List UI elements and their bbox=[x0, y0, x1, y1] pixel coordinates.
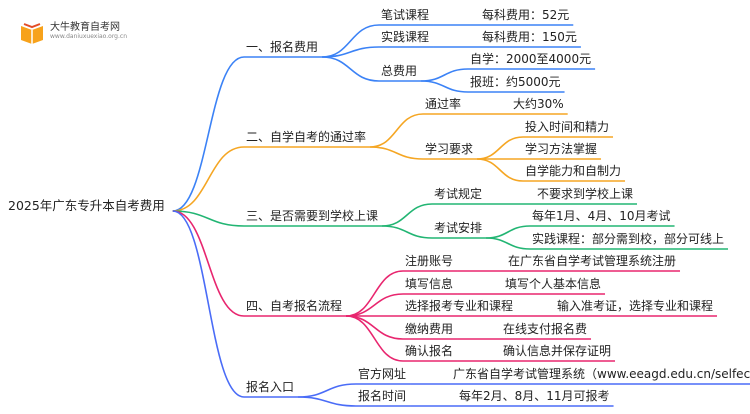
logo-title: 大牛教育自考网 bbox=[50, 22, 120, 33]
branch-2-node-2-value-3-connector bbox=[476, 158, 524, 182]
branch-1-label: 一、报名费用 bbox=[246, 40, 319, 54]
branch-1-node-3-value-2-connector bbox=[421, 80, 469, 93]
logo-subtitle: www.daniuxuexiao.org.cn bbox=[50, 33, 127, 40]
branch-2-node-2-value-1: 投入时间和精力 bbox=[525, 120, 610, 134]
branch-1-node-2-connector bbox=[322, 46, 380, 58]
branch-4-node-2-connector bbox=[346, 293, 404, 317]
branch-5-node-1-connector bbox=[298, 383, 357, 398]
branch-4-node-1-value-1: 在广东省自学考试管理系统注册 bbox=[508, 254, 677, 268]
branch-4-node-5: 确认报名 bbox=[405, 344, 454, 358]
branch-3-node-2: 考试安排 bbox=[434, 221, 483, 235]
branch-2-connector bbox=[172, 146, 245, 212]
branch-3-node-2-connector bbox=[382, 225, 433, 239]
branch-1-node-3-value-1-connector bbox=[421, 68, 469, 82]
branch-2-node-2-connector bbox=[370, 146, 424, 160]
branch-3-node-2-value-2: 实践课程：部分需到校，部分可线上 bbox=[532, 232, 725, 246]
branch-1-node-3-value-1: 自学：2000至4000元 bbox=[470, 52, 592, 66]
branch-4-node-4-value-1: 在线支付报名费 bbox=[503, 322, 588, 336]
branch-5-label: 报名入口 bbox=[246, 380, 295, 394]
branch-2-label: 二、自学自考的通过率 bbox=[246, 130, 367, 144]
branch-3-node-1: 考试规定 bbox=[434, 187, 483, 201]
branch-1-node-1-value-1: 每科费用：52元 bbox=[482, 8, 570, 22]
branch-4-node-5-connector bbox=[345, 315, 404, 362]
branch-2-node-2-value-2: 学习方法掌握 bbox=[525, 142, 598, 156]
branch-2-node-2-value-1-connector bbox=[476, 136, 524, 160]
branch-2-node-2-value-3: 自学能力和自制力 bbox=[525, 164, 622, 178]
branch-4-node-2-value-1: 填写个人基本信息 bbox=[505, 277, 602, 291]
branch-4-node-1-connector bbox=[345, 270, 404, 317]
branch-4-node-5-value-1: 确认信息并保存证明 bbox=[503, 344, 612, 358]
branch-1-node-2: 实践课程 bbox=[381, 30, 430, 44]
branch-5-node-1-value-1: 广东省自学考试管理系统（www.eeagd.edu.cn/selfec/） bbox=[453, 367, 750, 381]
branch-4-node-4-connector bbox=[346, 315, 404, 340]
branch-4-node-4: 缴纳费用 bbox=[405, 322, 454, 336]
branch-1-node-3-value-2: 报班：约5000元 bbox=[470, 75, 561, 89]
branch-4-node-3: 选择报考专业和课程 bbox=[405, 299, 514, 313]
branch-1-connector bbox=[172, 56, 245, 212]
branch-3-node-2-value-1: 每年1月、4月、10月考试 bbox=[532, 209, 671, 223]
branch-2-node-1-value-1: 大约30% bbox=[513, 97, 564, 111]
branch-3-node-1-connector bbox=[382, 203, 433, 227]
branch-1-node-3: 总费用 bbox=[381, 64, 418, 78]
branch-2-node-1: 通过率 bbox=[425, 97, 462, 111]
branch-4-connector bbox=[172, 210, 245, 317]
branch-5-node-2-connector bbox=[298, 396, 357, 407]
branch-1-node-3-connector bbox=[322, 56, 380, 82]
branch-5-node-2-value-1: 每年2月、8月、11月可报考 bbox=[459, 389, 610, 403]
logo-book-icon bbox=[21, 23, 43, 44]
branch-4-node-3-value-1: 输入准考证，选择专业和课程 bbox=[557, 299, 714, 313]
branch-1-node-1: 笔试课程 bbox=[381, 8, 430, 22]
branch-2-node-1-connector bbox=[369, 113, 424, 148]
branch-4-label: 四、自考报名流程 bbox=[246, 299, 343, 313]
branch-3-node-2-value-1-connector bbox=[486, 225, 531, 239]
root-node: 2025年广东专升本自考费用 bbox=[8, 198, 165, 213]
branch-2-node-2: 学习要求 bbox=[425, 142, 474, 156]
branch-4-node-2: 填写信息 bbox=[405, 277, 454, 291]
branch-3-label: 三、是否需要到学校上课 bbox=[246, 209, 379, 223]
branch-3-node-2-value-2-connector bbox=[486, 237, 531, 250]
branch-3-node-1-value-1: 不要求到学校上课 bbox=[537, 187, 634, 201]
branch-5-connector bbox=[172, 210, 245, 398]
branch-3-connector bbox=[172, 210, 245, 227]
branch-5-node-1: 官方网址 bbox=[358, 367, 407, 381]
branch-4-node-1: 注册账号 bbox=[405, 254, 454, 268]
branch-1-node-2-value-1: 每科费用：150元 bbox=[482, 30, 577, 44]
branch-5-node-2: 报名时间 bbox=[358, 389, 407, 403]
